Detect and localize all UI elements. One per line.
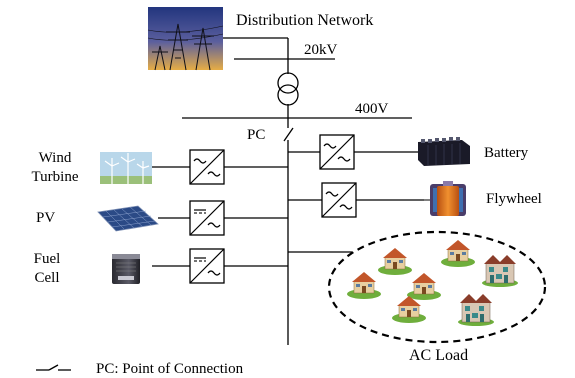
house-icon <box>457 293 495 327</box>
house-icon <box>481 254 519 288</box>
house-icon <box>346 271 382 300</box>
battery-label: Battery <box>484 145 529 161</box>
wind-turbine-icon <box>100 152 152 184</box>
wind-label-line2: Turbine <box>31 169 79 185</box>
legend-text: PC: Point of Connection <box>96 361 244 377</box>
fuel-cell-label-line1: Fuel <box>33 251 61 267</box>
switch-symbol <box>283 127 294 142</box>
house-icon <box>391 295 427 324</box>
fuel-cell-label-line2: Cell <box>34 270 60 286</box>
converter-fuel-cell <box>189 248 225 284</box>
flywheel-label: Flywheel <box>486 191 542 207</box>
ac-load-boundary <box>327 230 547 344</box>
wind-label-line1: Wind <box>38 150 72 166</box>
transmission-tower-photo <box>147 7 224 71</box>
house-cluster <box>346 239 519 327</box>
house-icon <box>377 247 413 276</box>
converter-wind <box>189 149 225 185</box>
lv-voltage-label: 400V <box>355 101 389 117</box>
converter-flywheel <box>321 182 357 218</box>
solar-panel-icon <box>97 205 159 232</box>
pv-label: PV <box>36 210 56 226</box>
transformer-symbol <box>277 72 299 106</box>
fuel-cell-icon <box>112 254 140 284</box>
grid-lines <box>152 37 424 345</box>
hv-voltage-label: 20kV <box>304 42 338 58</box>
house-icon <box>440 239 476 268</box>
battery-icon <box>418 137 470 166</box>
distribution-network-label: Distribution Network <box>236 12 374 29</box>
flywheel-icon <box>424 181 466 216</box>
legend-switch-symbol <box>36 364 71 371</box>
pc-label: PC <box>247 127 266 143</box>
converter-pv <box>189 200 225 236</box>
ac-load-label: AC Load <box>409 347 469 364</box>
converter-battery <box>319 134 355 170</box>
house-icon <box>406 272 442 301</box>
